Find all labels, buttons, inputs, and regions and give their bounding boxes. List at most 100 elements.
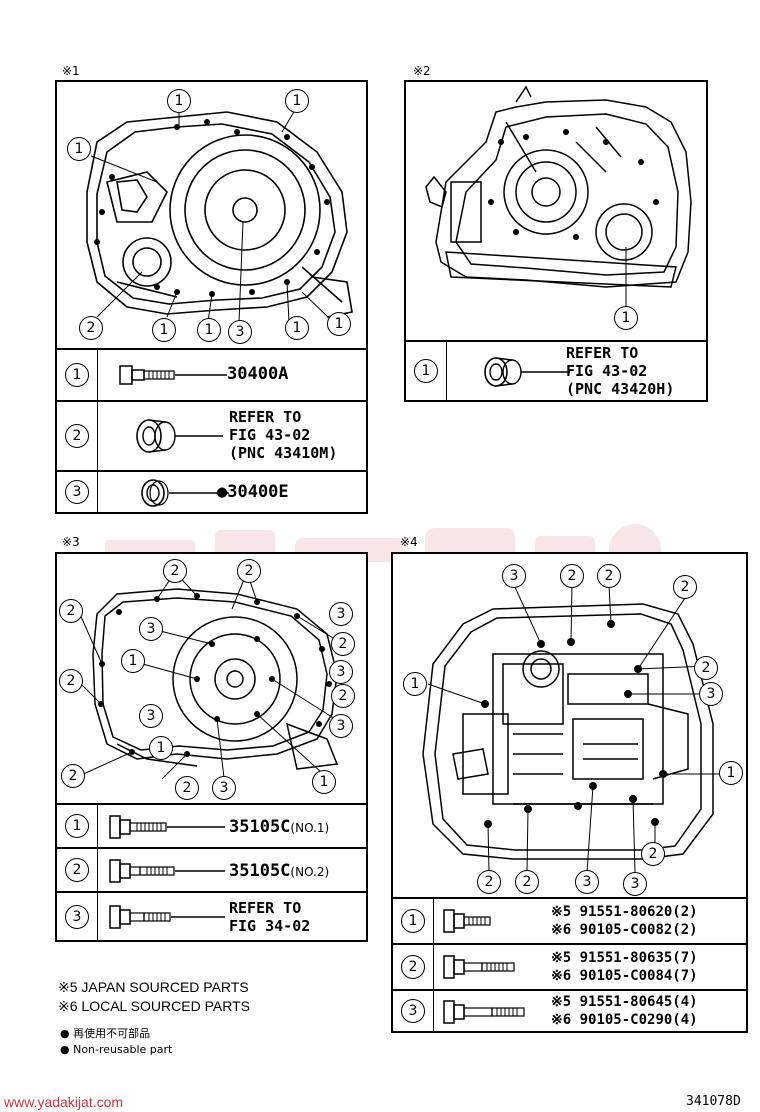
flange-bolt-icon (443, 1000, 525, 1024)
callout-2: 2 (175, 776, 199, 800)
callout-3: 3 (228, 320, 252, 344)
callout-1: 1 (67, 137, 91, 161)
callout-1: 1 (285, 89, 309, 113)
panel-1-tag: ※1 (62, 64, 80, 78)
transaxle-rear-drawing (425, 85, 692, 308)
flange-bolt-icon (109, 815, 225, 839)
note-japan-sourced: ※5 JAPAN SOURCED PARTS (58, 979, 249, 995)
callout-3: 3 (139, 704, 163, 728)
valve-body-view: 3 2 2 2 1 2 3 1 2 2 3 3 2 (393, 554, 746, 897)
callout-2: 2 (331, 684, 355, 708)
table-row: 3 ●30400E (57, 470, 366, 514)
watermark-url: www.yadakijat.com (4, 1094, 124, 1110)
callout-1: 1 (719, 761, 743, 785)
callout-1: 1 (327, 312, 351, 336)
part-number: ●30400E (217, 482, 289, 502)
part-number-jp: ※5 91551-80620(2) (551, 904, 698, 920)
transaxle-case-drawing (78, 571, 344, 787)
table-row: 2 ※5 91551-80635(7) ※6 90105-C0084(7) (393, 943, 746, 991)
table-row: 1 REFER TO FIG 43-02 (PNC 43420H) (406, 340, 706, 402)
bolt-icon (119, 365, 227, 385)
part-number-local: ※6 90105-C0082(2) (551, 922, 698, 938)
callout-2: 2 (61, 764, 85, 788)
callout-3: 3 (329, 714, 353, 738)
index-marker: 2 (65, 424, 89, 448)
callout-1: 1 (403, 672, 427, 696)
callout-2: 2 (694, 656, 718, 680)
callout-2: 2 (560, 564, 584, 588)
index-cell: 3 (57, 893, 98, 942)
table-row: 3 ※5 91551-80645(4) ※6 90105-C0290(4) (393, 989, 746, 1033)
table-row: 1 ※5 91551-80620(2) ※6 90105-C0082(2) (393, 897, 746, 945)
part-number-local: ※6 90105-C0290(4) (551, 1012, 698, 1028)
part-number: 35105C(NO.2) (229, 861, 329, 881)
index-cell: 3 (57, 472, 98, 514)
index-marker: 1 (65, 363, 89, 387)
callout-2: 2 (515, 870, 539, 894)
callout-2: 2 (331, 632, 355, 656)
index-cell: 1 (406, 342, 447, 402)
index-cell: 2 (57, 402, 98, 472)
o-ring-icon (141, 479, 229, 507)
transaxle-front-view: 1 1 1 2 1 1 3 1 1 (57, 82, 366, 348)
callout-2: 2 (597, 564, 621, 588)
callout-3: 3 (212, 776, 236, 800)
callout-2: 2 (237, 559, 261, 583)
part-code: 35105C (229, 817, 291, 837)
callout-1: 1 (121, 649, 145, 673)
table-row: 2 REFER TO FIG 43-02 (PNC 43410M) (57, 400, 366, 472)
callout-3: 3 (329, 660, 353, 684)
part-number: 35105C(NO.1) (229, 817, 329, 837)
callout-2: 2 (477, 870, 501, 894)
callout-1: 1 (167, 89, 191, 113)
valve-body-drawing (422, 584, 733, 873)
callout-3: 3 (329, 602, 353, 626)
callout-1: 1 (152, 318, 176, 342)
panel-1: 1 1 1 2 1 1 3 1 1 1 30400A 2 (55, 80, 368, 514)
panel-4-tag: ※4 (400, 535, 418, 549)
callout-3: 3 (139, 617, 163, 641)
callout-3: 3 (502, 564, 526, 588)
part-number-jp: ※5 91551-80645(4) (551, 994, 698, 1010)
panel-3-tag: ※3 (62, 535, 80, 549)
index-cell: 2 (57, 849, 98, 893)
flange-bolt-icon (443, 955, 515, 979)
note-non-reusable-jp: ● 再使用不可部品 (60, 1027, 151, 1040)
part-suffix: (NO.2) (290, 865, 330, 879)
note-local-sourced: ※6 LOCAL SOURCED PARTS (58, 998, 250, 1014)
figure-code: 341078D (686, 1094, 741, 1109)
callout-2: 2 (673, 575, 697, 599)
table-row: 2 35105C(NO.2) (57, 847, 366, 893)
callout-3: 3 (623, 872, 647, 896)
flange-bolt-icon (443, 909, 491, 933)
panel-2: 1 1 REFER TO FIG 43-02 (PNC 43420H) (404, 80, 708, 402)
flange-bolt-icon (109, 905, 225, 929)
index-marker: 1 (414, 359, 438, 383)
panel-3: 2 2 2 3 1 3 2 2 3 3 2 3 1 2 2 3 1 1 3510… (55, 552, 368, 942)
index-cell: 1 (57, 350, 98, 402)
index-cell: 3 (393, 991, 434, 1033)
part-suffix: (NO.1) (290, 821, 330, 835)
oil-seal-icon (136, 419, 223, 453)
callout-1: 1 (149, 736, 173, 760)
index-marker: 3 (65, 480, 89, 504)
callout-2: 2 (163, 559, 187, 583)
oil-seal-icon (484, 357, 570, 387)
panel-2-tag: ※2 (413, 64, 431, 78)
transaxle-case-view: 2 2 2 3 1 3 2 2 3 3 2 3 1 2 2 3 1 (57, 554, 366, 803)
callout-2: 2 (59, 599, 83, 623)
index-marker: 3 (401, 999, 425, 1023)
refer-to-text: REFER TO FIG 34-02 (229, 899, 311, 935)
part-code: 35105C (229, 861, 291, 881)
table-row: 1 30400A (57, 348, 366, 402)
callout-2: 2 (641, 842, 665, 866)
callout-1: 1 (285, 316, 309, 340)
flange-bolt-icon (109, 859, 225, 883)
index-cell: 1 (393, 899, 434, 945)
index-marker: 2 (65, 858, 89, 882)
part-number: 30400A (227, 364, 289, 384)
panel-4: 3 2 2 2 1 2 3 1 2 2 3 3 2 1 ※5 91551-806… (391, 552, 748, 1033)
transaxle-rear-view: 1 (406, 82, 706, 340)
part-number-local: ※6 90105-C0084(7) (551, 968, 698, 984)
index-cell: 1 (57, 805, 98, 849)
